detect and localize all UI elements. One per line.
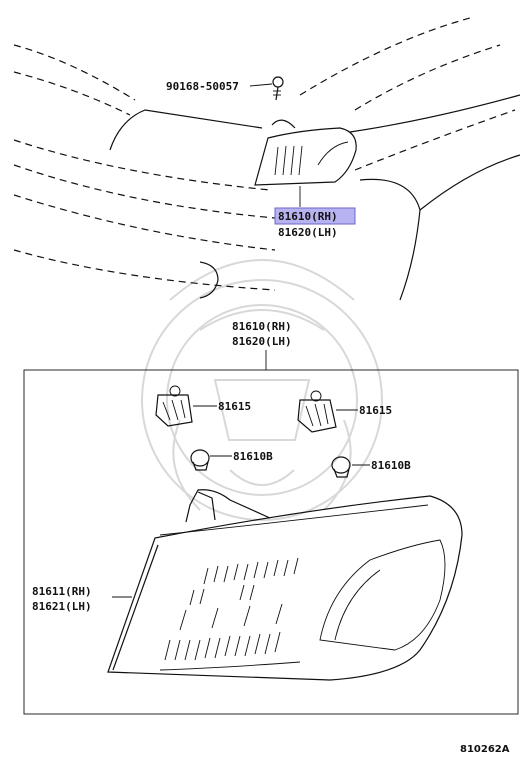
bulb-icon xyxy=(331,456,351,478)
watermark-emblem-icon xyxy=(141,259,383,521)
socket-right-label: 81615 xyxy=(359,404,392,417)
assembly-lh-label: 81620(LH) xyxy=(278,226,338,239)
bulb-left-label: 81610B xyxy=(233,450,273,463)
socket-left-label: 81615 xyxy=(218,400,251,413)
lens-rh-label: 81611(RH) xyxy=(32,585,92,598)
lamp-socket-icon xyxy=(297,390,337,433)
assembly-rh-label[interactable]: 81610(RH) xyxy=(278,210,338,223)
header-rh-label: 81610(RH) xyxy=(232,320,292,333)
fastener-leader xyxy=(249,83,273,87)
clip-screw-icon xyxy=(272,76,284,101)
bulb-right-label: 81610B xyxy=(371,459,411,472)
highlight-box xyxy=(274,207,356,225)
corner-lamp-icon xyxy=(107,489,463,681)
vehicle-body-outline xyxy=(13,17,521,301)
exploded-view-frame xyxy=(23,369,519,715)
header-lh-label: 81620(LH) xyxy=(232,335,292,348)
bulb-icon xyxy=(190,449,210,471)
figure-code: 810262A xyxy=(460,744,510,755)
fastener-label: 90168-50057 xyxy=(166,80,239,93)
lamp-socket-icon xyxy=(155,385,193,427)
corner-lamp-small-icon xyxy=(254,119,357,186)
lens-lh-label: 81621(LH) xyxy=(32,600,92,613)
